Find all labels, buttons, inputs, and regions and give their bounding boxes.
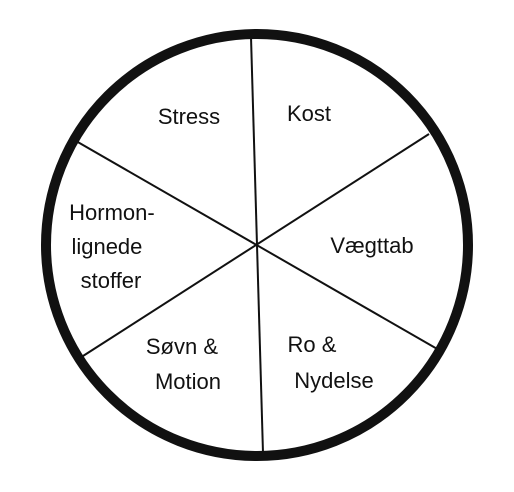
segment-label-line: lignede: [71, 234, 142, 259]
segment-label-ro-nydelse: Ro & Nydelse: [287, 332, 373, 393]
segment-label-line: Stress: [158, 104, 220, 129]
segment-label-line: Motion: [155, 369, 221, 394]
divider-topleft-bottomright: [75, 140, 440, 351]
segment-vaegttab: Vægttab: [330, 233, 413, 258]
segment-stress: Stress: [158, 104, 220, 129]
segment-label-line: Vægttab: [330, 233, 413, 258]
segment-label-hormon: Hormon- lignede stoffer: [69, 200, 161, 293]
segment-label-vaegttab: Vægttab: [330, 233, 413, 258]
segment-ro-nydelse: Ro & Nydelse: [287, 332, 373, 393]
segment-label-line: Hormon-: [69, 200, 155, 225]
segment-hormon: Hormon- lignede stoffer: [69, 200, 161, 293]
segment-label-stress: Stress: [158, 104, 220, 129]
segment-label-line: stoffer: [81, 268, 142, 293]
segment-label-kost: Kost: [287, 101, 331, 126]
segment-label-soevn-motion: Søvn & Motion: [146, 334, 224, 394]
segment-kost: Kost: [287, 101, 331, 126]
segment-label-line: Ro &: [287, 332, 336, 357]
segment-soevn-motion: Søvn & Motion: [146, 334, 224, 394]
segment-label-line: Nydelse: [294, 368, 373, 393]
segment-label-line: Søvn &: [146, 334, 218, 359]
segment-label-line: Kost: [287, 101, 331, 126]
